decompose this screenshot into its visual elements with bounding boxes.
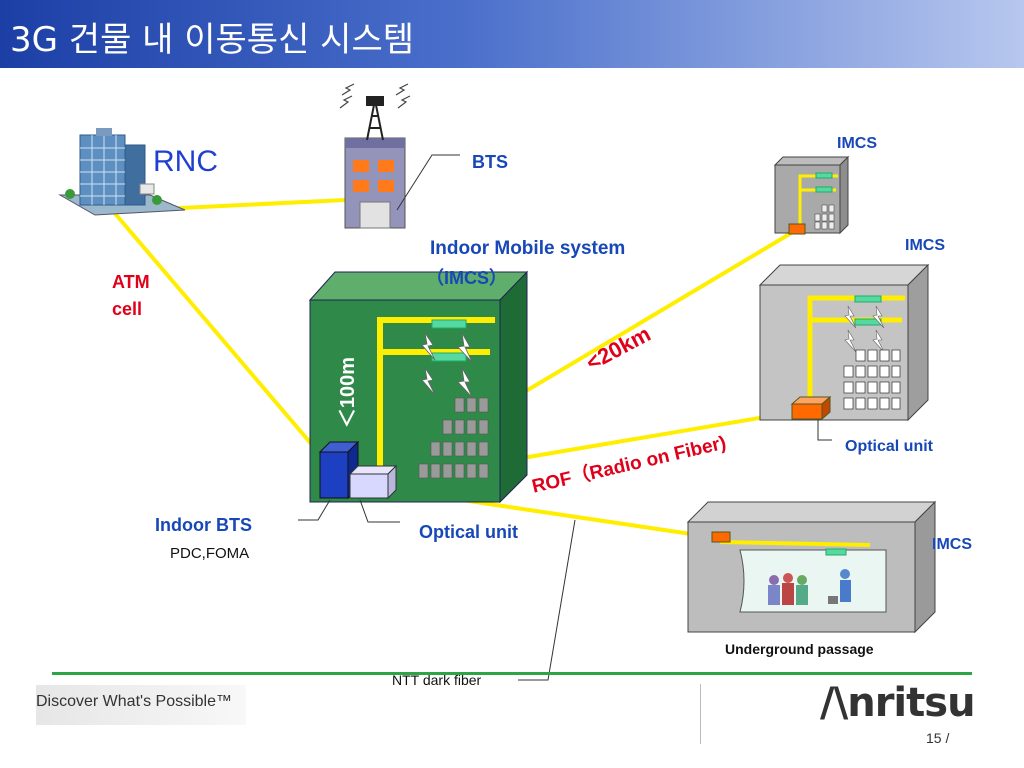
imcs-label-3: IMCS [932, 536, 972, 553]
optical-unit-right-box [791, 403, 823, 420]
slide-title: 3G 건물 내 이동통신 시스템 [10, 20, 415, 60]
title-bar: 3G 건물 내 이동통신 시스템 [0, 0, 1024, 68]
bts-label: BTS [472, 152, 508, 172]
atm-label: ATM [112, 272, 150, 292]
indoor-bts-unit [319, 451, 349, 499]
anritsu-logo: /\nritsu [820, 680, 976, 726]
bts-callout [396, 154, 460, 211]
optical-unit-right-label: Optical unit [845, 438, 933, 455]
imcs-label-1: IMCS [837, 135, 877, 152]
imcs-label-2: IMCS [905, 237, 945, 254]
pdc-foma-label: PDC,FOMA [170, 545, 250, 562]
indoor-bts-label: Indoor BTS [155, 515, 252, 535]
optical-unit-right-callout [817, 420, 832, 441]
footer-slogan: Discover What's Possible™ [36, 693, 232, 710]
footer-separator [700, 684, 701, 744]
underground-passage [686, 500, 937, 634]
page-number: 15 / [926, 730, 950, 746]
slogan-background [36, 685, 246, 725]
indoor-mobile-system-label: Indoor Mobile system [430, 238, 626, 259]
footer-divider [52, 672, 972, 675]
imcs-building-1 [773, 155, 850, 235]
cell-label: cell [112, 299, 143, 319]
rnc-label: RNC [153, 145, 218, 178]
bts-building-icon [339, 83, 411, 229]
underground-passage-label: Underground passage [725, 641, 874, 657]
optical-unit-center-label: Optical unit [419, 522, 518, 542]
imcs-building-2 [758, 263, 930, 422]
imcs-paren-label: （IMCS） [426, 268, 507, 288]
atm-cell-link [110, 208, 327, 462]
optical-unit-callout [359, 499, 400, 523]
indoor-building [308, 270, 529, 504]
ntt-dark-fiber-label: NTT dark fiber [392, 672, 482, 688]
indoor-bts-callout [298, 499, 331, 521]
people-icon [768, 569, 851, 605]
ntt-dark-fiber-callout [518, 519, 576, 681]
distance-100m-label: ＜100m [337, 356, 360, 429]
rnc-building-icon [58, 128, 186, 216]
optical-unit-box [349, 473, 389, 499]
